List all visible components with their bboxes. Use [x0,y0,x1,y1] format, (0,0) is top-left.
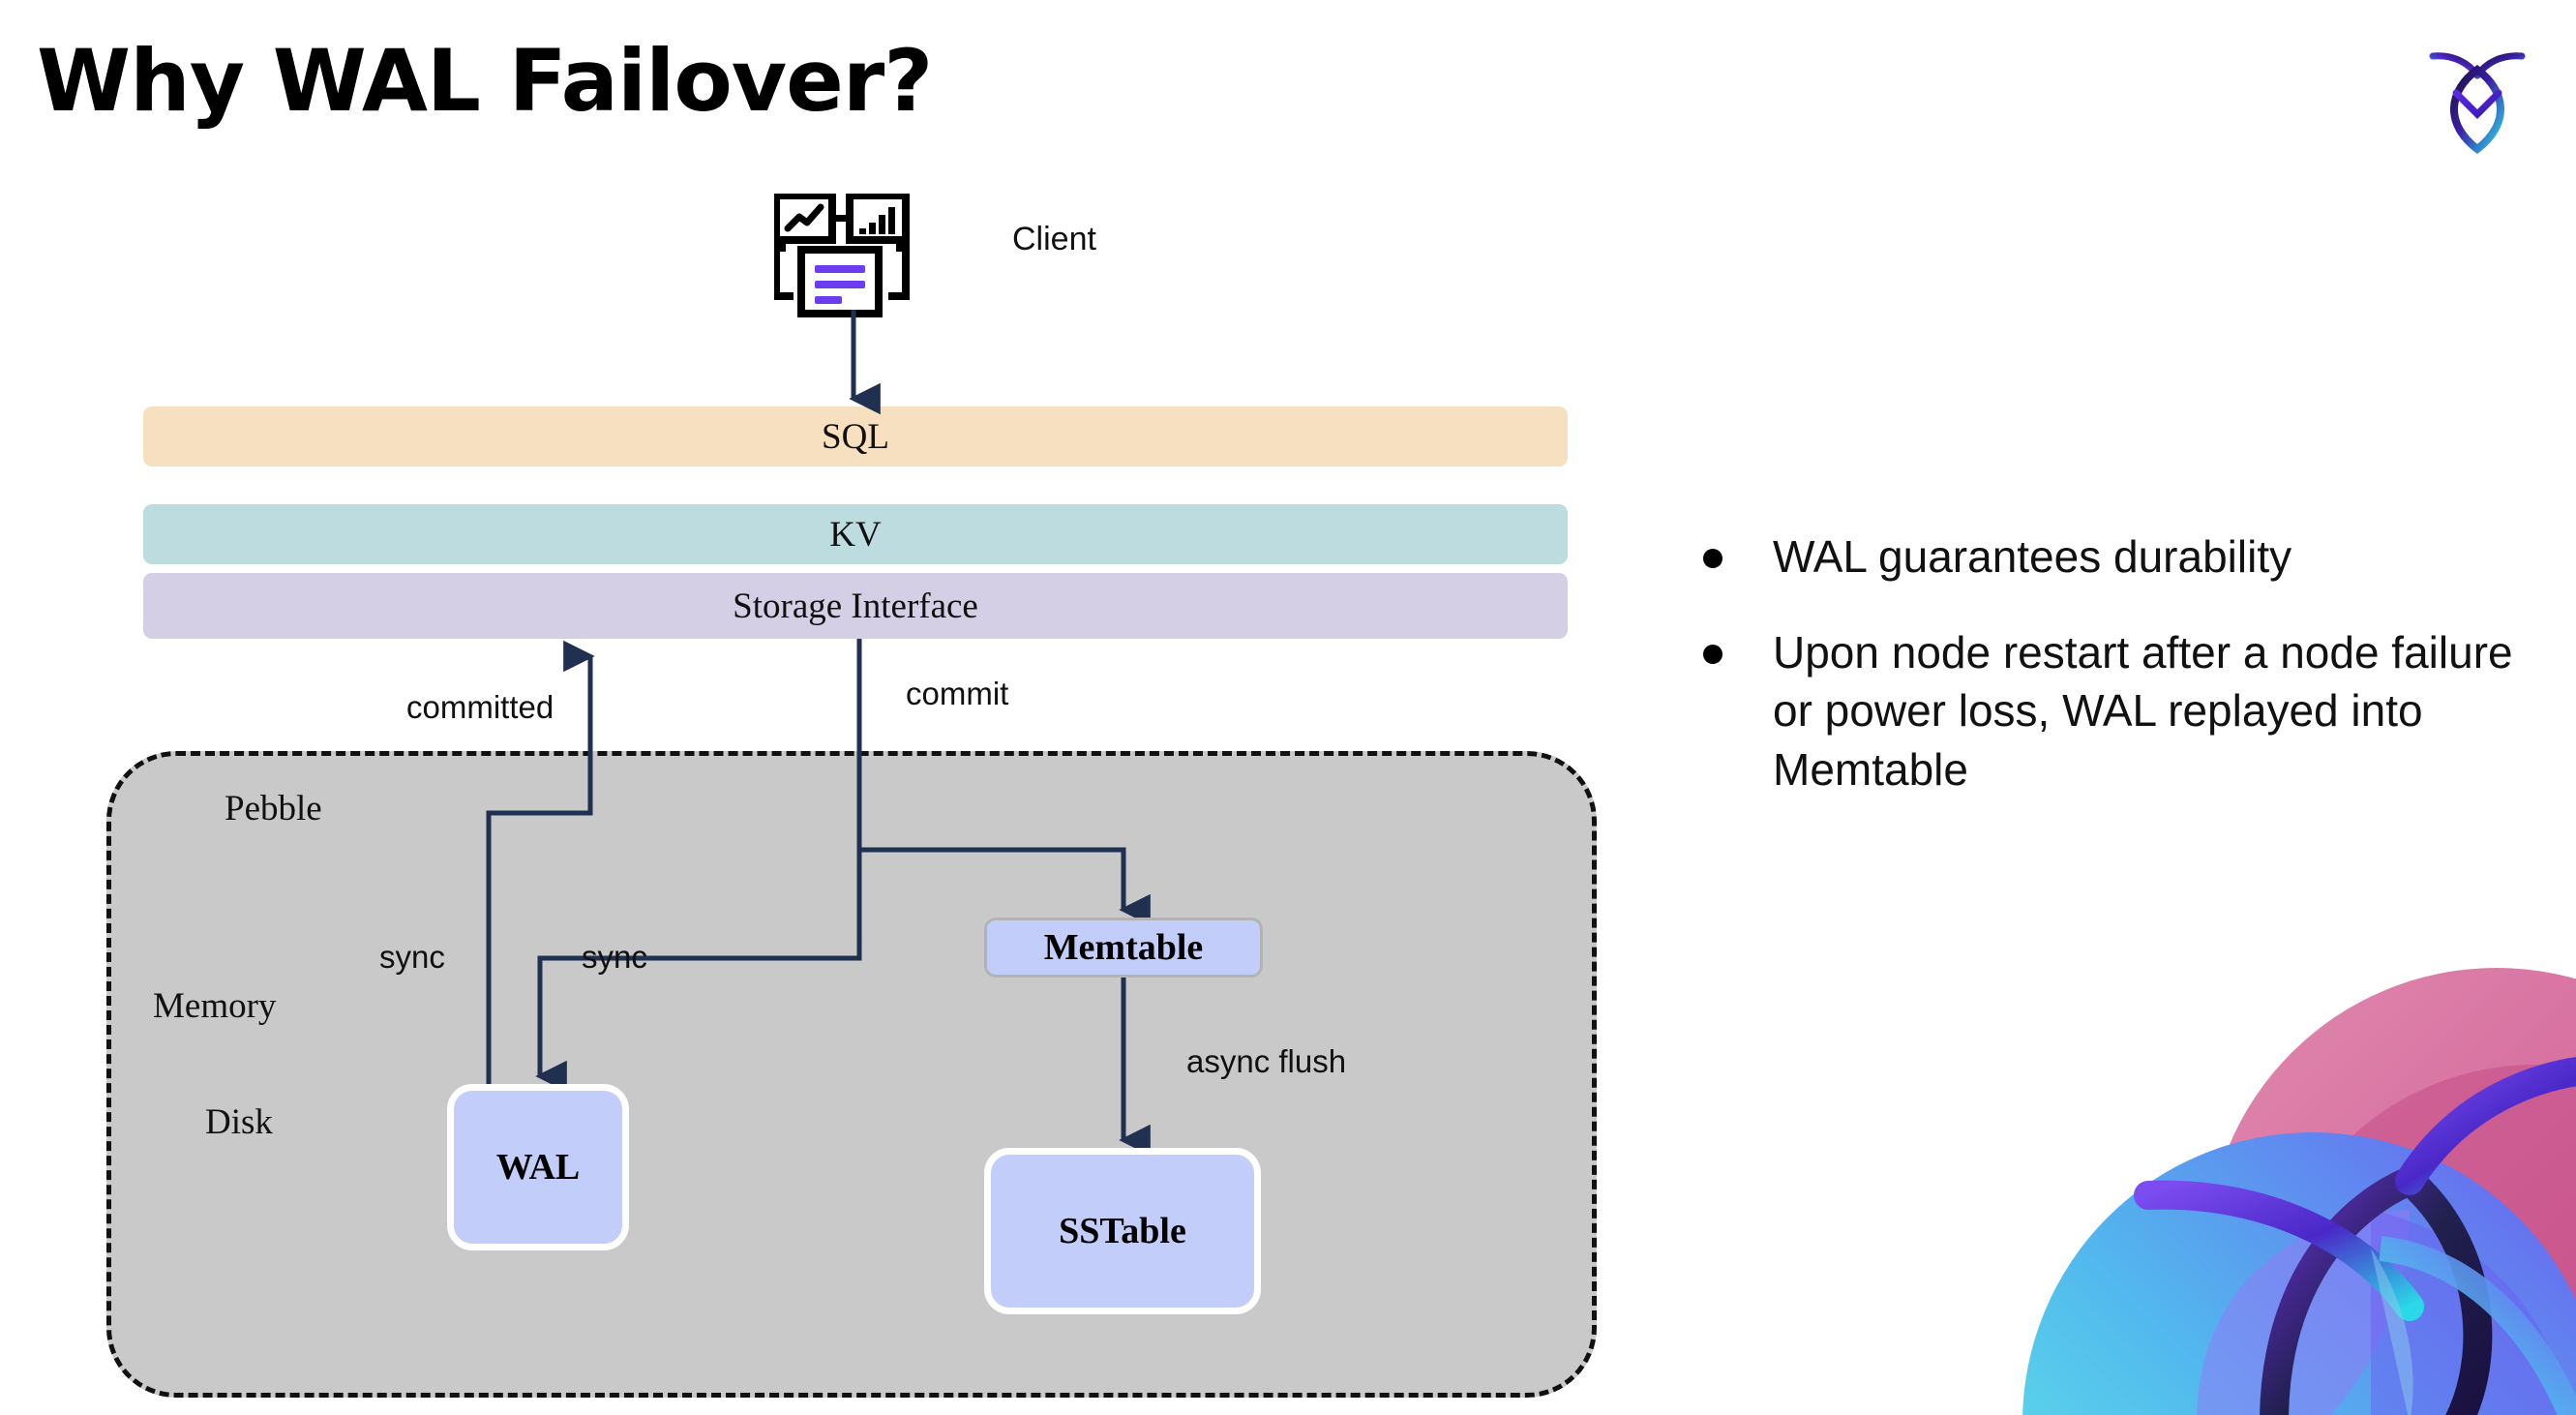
layer-bar-kv-label: KV [829,514,882,555]
memory-label: Memory [153,986,277,1026]
node-wal: WAL [447,1084,629,1250]
layer-bar-sql-label: SQL [822,416,889,457]
client-dashboard-icon [772,192,929,319]
list-item: WAL guarantees durability [1703,527,2535,587]
bullet-text: Upon node restart after a node failure o… [1773,626,2513,796]
edge-label-sync-1: sync [379,939,445,975]
pebble-label: Pebble [225,789,322,828]
node-sstable: SSTable [984,1148,1261,1314]
node-wal-label: WAL [495,1147,581,1188]
bullet-text: WAL guarantees durability [1773,531,2292,582]
page-title: Why WAL Failover? [37,31,933,131]
cockroachdb-decoration-graphic [1955,919,2576,1415]
bullet-list: WAL guarantees durability Upon node rest… [1703,527,2535,836]
layer-bar-kv: KV [143,504,1568,564]
layer-bar-sql: SQL [143,406,1568,467]
client-label: Client [1012,221,1096,257]
node-sstable-label: SSTable [1059,1211,1186,1251]
edge-label-commit: commit [906,676,1009,711]
edge-label-async-flush: async flush [1186,1043,1347,1079]
layer-bar-storage-interface-label: Storage Interface [733,586,978,626]
node-memtable-label: Memtable [1043,927,1204,968]
architecture-diagram: Client SQL KV Storage Interface Pebble M… [106,192,1597,1398]
bullet-dot-icon [1703,549,1722,568]
layer-bar-storage-interface: Storage Interface [143,573,1568,639]
list-item: Upon node restart after a node failure o… [1703,623,2535,799]
disk-label: Disk [205,1102,273,1142]
bullet-dot-icon [1703,644,1722,664]
edge-label-sync-2: sync [582,939,647,975]
pebble-container [106,751,1597,1398]
edge-label-committed: committed [406,689,554,725]
node-memtable: Memtable [984,918,1263,978]
cockroachdb-logo-icon [2413,31,2541,159]
